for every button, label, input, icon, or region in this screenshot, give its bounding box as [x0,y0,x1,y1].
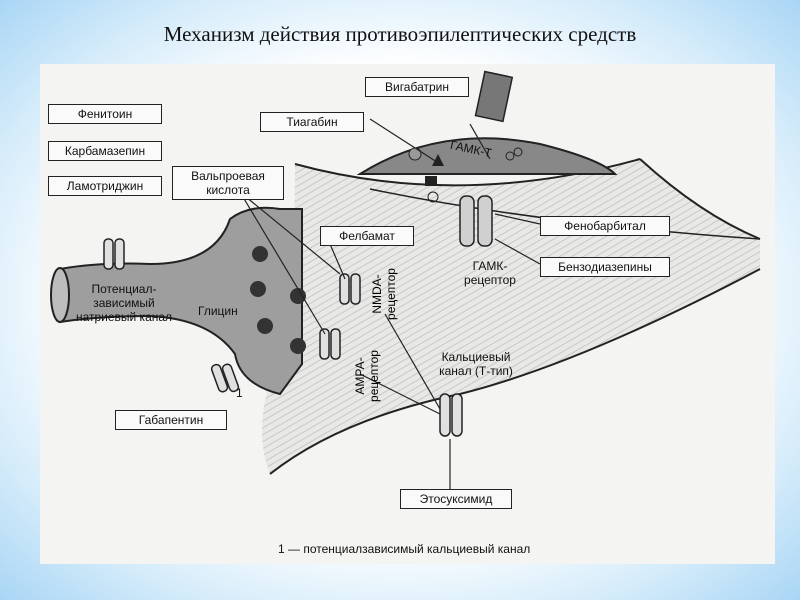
gaba-receptor-glyph [459,195,493,247]
drug-felbamate: Фелбамат [320,226,414,246]
mechanism-diagram: Фенитоин Карбамазепин Ламотриджин Вальпр… [40,64,775,564]
label-calcium-channel: Кальциевый канал (Т-тип) [439,350,513,378]
drug-phenobarbital: Фенобарбитал [540,216,670,236]
calcium-channel-glyph [439,393,463,437]
presynaptic-neuron [59,206,303,396]
drug-tiagabine: Тиагабин [260,112,364,132]
drug-benzodiazepines: Бензодиазепины [540,257,670,277]
drug-lamotrigine: Ламотриджин [48,176,162,196]
postsynaptic-neuron [262,159,760,474]
nmda-receptor-glyph [339,273,361,305]
presynaptic-calcium-channel-glyph [210,363,240,393]
drug-phenytoin: Фенитоин [48,104,162,124]
drug-ethosuximide: Этосуксимид [400,489,512,509]
drug-gabapentin: Габапентин [115,410,227,430]
label-marker-1: 1 [236,386,243,400]
label-glycine: Глицин [198,304,238,318]
label-gaba-receptor: ГАМК-рецептор [464,259,516,287]
figure-caption: 1 — потенциалзависимый кальциевый канал [278,542,531,556]
label-ampa-receptor: АМРА-рецептор [353,350,381,402]
drug-valproic-acid: Вальпроевая кислота [172,166,284,200]
gaba-terminal [356,137,618,175]
drug-vigabatrin: Вигабатрин [365,77,469,97]
sodium-channel-glyph [103,238,125,270]
label-nmda-receptor: NMDA-рецептор [370,268,398,320]
drug-carbamazepine: Карбамазепин [48,141,162,161]
slide-title: Механизм действия противоэпилептических … [163,22,637,46]
vigabatrin-rod [474,70,514,123]
label-sodium-channel: Потенциал-зависимый натриевый канал [75,282,173,324]
ampa-receptor-glyph [319,328,341,360]
